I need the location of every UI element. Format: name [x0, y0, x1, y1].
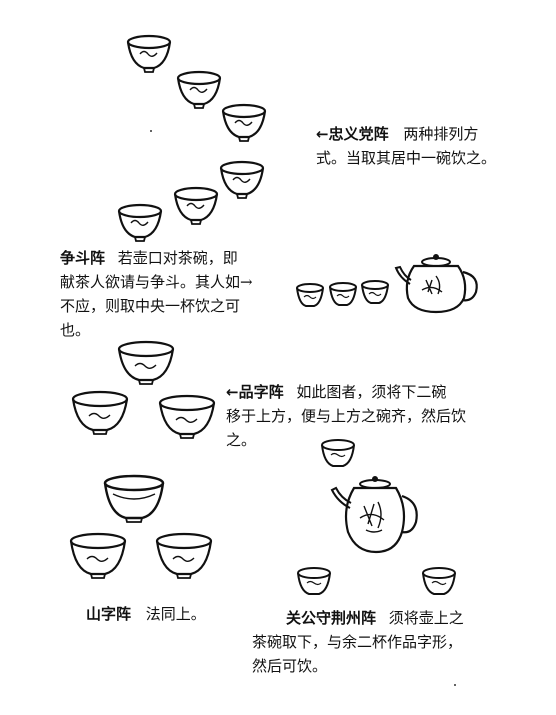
tea-bowl — [155, 532, 213, 579]
small-cup — [422, 567, 456, 595]
tea-bowl — [221, 103, 267, 142]
pinzi-title: ←品字阵 — [226, 383, 284, 401]
tea-bowl — [173, 186, 219, 225]
tea-bowl — [117, 340, 175, 385]
pinzi-desc-3: 之。 — [226, 431, 257, 449]
guangong-desc-3: 然后可饮。 — [252, 657, 328, 675]
zhongyi-title: ←忠义党阵 — [316, 125, 389, 143]
shanzi-title: 山字阵 — [86, 605, 132, 623]
small-cup — [297, 567, 331, 595]
tea-bowl — [219, 160, 265, 199]
teapot — [330, 476, 418, 554]
print-speck — [454, 684, 456, 686]
zhengdou-desc-2: 献茶人欲请与争斗。其人如→ — [60, 273, 253, 291]
small-cup — [321, 439, 355, 467]
pinzi-caption: ←品字阵 如此图者，须将下二碗 移于上方，便与上方之碗齐，然后饮 之。 — [226, 380, 526, 452]
shanzi-desc: 法同上。 — [145, 605, 206, 623]
tea-bowl — [126, 34, 172, 73]
zhongyi-desc-2: 式。当取其居中一碗饮之。 — [316, 149, 497, 167]
tea-bowl — [71, 390, 129, 435]
teapot — [394, 254, 478, 314]
small-cup — [329, 282, 357, 306]
pinzi-desc-1: 如此图者，须将下二碗 — [296, 383, 447, 401]
tea-bowl — [117, 203, 163, 242]
guangong-desc-2: 茶碗取下，与余二杯作品字形， — [252, 633, 463, 651]
print-speck — [150, 130, 152, 132]
zhengdou-desc-4: 也。 — [60, 321, 91, 339]
zhongyi-desc-1: 两种排列方 — [403, 125, 479, 143]
zhengdou-caption: 争斗阵 若壶口对茶碗，即 献茶人欲请与争斗。其人如→ 不应，则取中央一杯饮之可 … — [60, 246, 290, 342]
zhengdou-desc-1: 若壶口对茶碗，即 — [117, 249, 238, 267]
tea-bowl — [69, 532, 127, 579]
small-cup — [361, 280, 389, 304]
tea-bowl — [103, 474, 165, 523]
zhengdou-title: 争斗阵 — [60, 249, 106, 267]
shanzi-caption: 山字阵 法同上。 — [86, 602, 266, 626]
pinzi-desc-2: 移于上方，便与上方之碗齐，然后饮 — [226, 407, 467, 425]
print-speck — [206, 280, 208, 282]
small-cup — [296, 283, 324, 307]
guangong-desc-1: 须将壶上之 — [388, 609, 464, 627]
guangong-title: 关公守荆州阵 — [286, 609, 377, 627]
zhengdou-desc-3: 不应，则取中央一杯饮之可 — [60, 297, 241, 315]
zhongyi-caption: ←忠义党阵 两种排列方 式。当取其居中一碗饮之。 — [316, 122, 546, 170]
tea-bowl — [158, 394, 216, 439]
tea-bowl — [176, 70, 222, 109]
guangong-caption: 关公守荆州阵 须将壶上之 茶碗取下，与余二杯作品字形， 然后可饮。 — [252, 606, 512, 678]
